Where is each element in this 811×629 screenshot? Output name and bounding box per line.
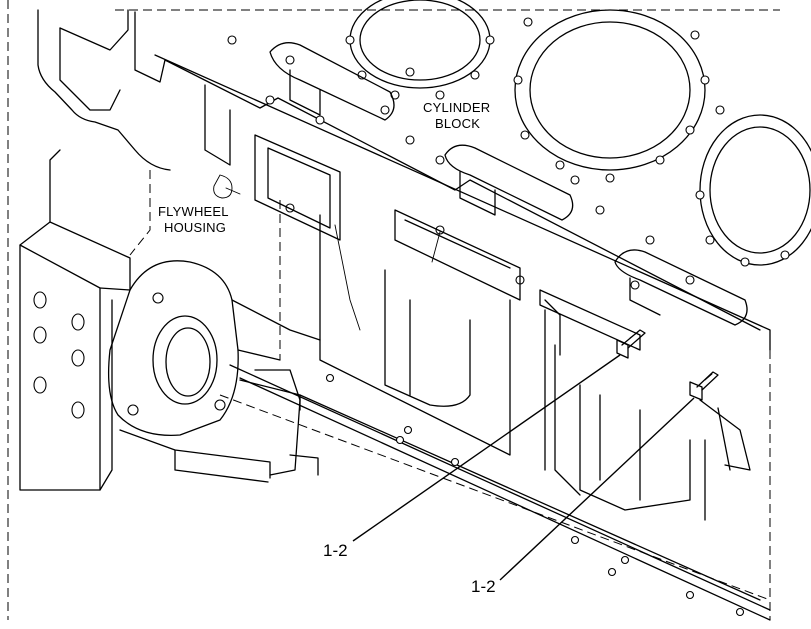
cylinder-block-label-line1: CYLINDER <box>423 100 490 115</box>
bore-bolt-holes <box>227 17 790 290</box>
bolt-upper <box>616 329 646 359</box>
bolt-lower <box>689 371 719 401</box>
leader-line-lower <box>499 397 695 581</box>
callout-label-upper: 1-2 <box>323 541 348 560</box>
cylinder-block <box>115 0 811 471</box>
callout-label-lower: 1-2 <box>471 577 496 596</box>
flywheel-housing <box>7 0 321 620</box>
crankcase-body <box>219 200 771 621</box>
flywheel-housing-label-line2: HOUSING <box>164 220 226 235</box>
leader-line-upper <box>352 354 621 542</box>
cylinder-block-label-line2: BLOCK <box>435 116 480 131</box>
flywheel-housing-label-line1: FLYWHEEL <box>158 204 229 219</box>
